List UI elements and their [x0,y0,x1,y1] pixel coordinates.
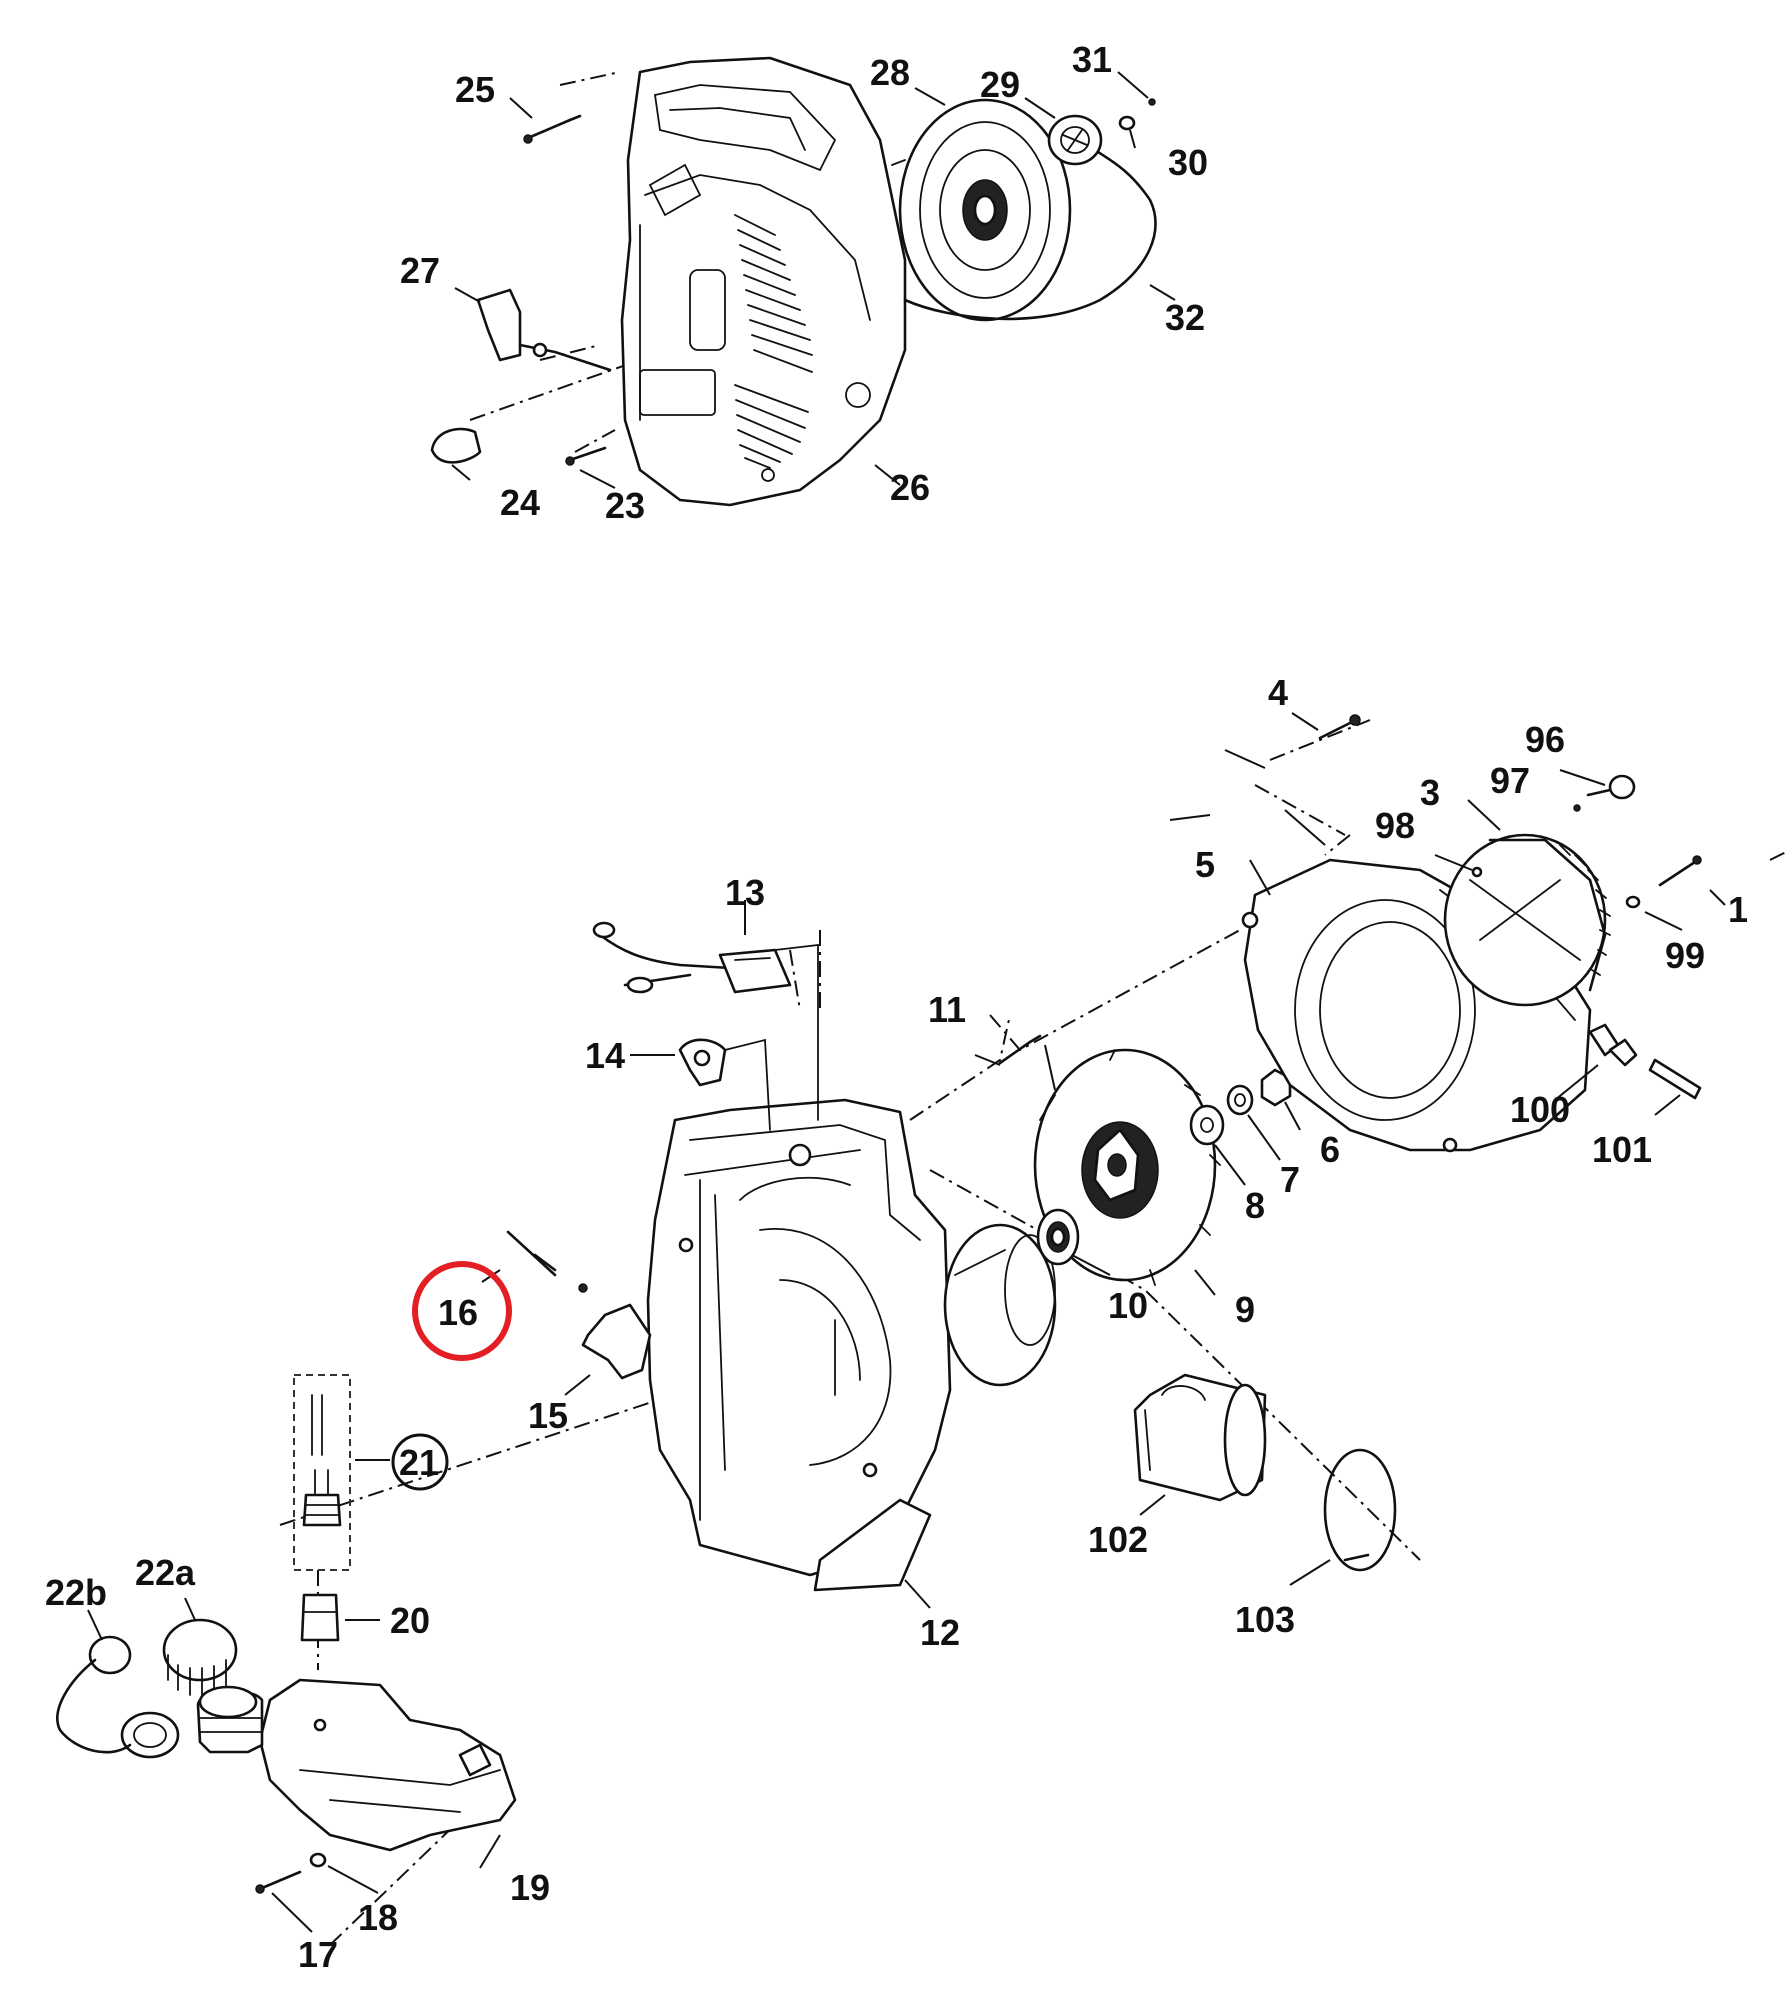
blower-housing[interactable] [646,1098,1057,1592]
reference-circle-21 [391,1433,449,1491]
starter-rope[interactable] [903,148,1157,321]
label-11: 11 [928,989,966,1030]
label-100: 100 [1510,1089,1570,1130]
label-13: 13 [725,872,765,913]
wire-clip[interactable] [678,1038,771,1131]
primer-bulb[interactable] [430,427,482,464]
label-25: 25 [455,69,495,110]
lock-washer-7[interactable] [1226,1084,1254,1116]
starter-cap[interactable] [1047,114,1103,166]
engine-cover-assembly [430,56,1176,507]
screw-23[interactable] [565,446,607,466]
label-4: 4 [1268,672,1288,713]
pin-16[interactable] [506,1230,588,1293]
label-27: 27 [400,250,440,291]
label-9: 9 [1235,1289,1255,1330]
label-28: 28 [870,52,910,93]
blower-housing-assembly [56,712,1787,1946]
label-1: 1 [1728,889,1748,930]
label-22b: 22b [45,1572,107,1613]
screw-25[interactable] [523,114,582,144]
screw-1[interactable] [1658,855,1702,887]
fuel-filter-kit[interactable] [293,1374,351,1571]
outlet-nozzle[interactable] [1133,1373,1267,1502]
screw-31[interactable] [1148,98,1156,106]
label-102: 102 [1088,1519,1148,1560]
label-103: 103 [1235,1599,1295,1640]
label-20: 20 [390,1600,430,1641]
label-15: 15 [528,1395,568,1436]
label-7: 7 [1280,1159,1300,1200]
label-21: 21 [399,1442,439,1483]
label-16: 16 [438,1292,478,1333]
washer-98[interactable] [1471,866,1483,878]
label-5: 5 [1195,844,1215,885]
label-22a: 22a [135,1552,196,1593]
shaft-seal[interactable] [1036,1208,1080,1266]
stop-switch[interactable] [592,921,819,1121]
impeller-fan[interactable] [1033,1048,1221,1286]
callout-labels: 25 28 29 31 30 27 32 24 23 26 4 96 97 3 … [45,39,1748,1975]
label-96: 96 [1525,719,1565,760]
highlight-circle [412,1261,512,1361]
fuel-cap[interactable] [162,1618,264,1754]
label-99: 99 [1665,935,1705,976]
hose-clamp[interactable] [1323,1448,1397,1572]
washer-8[interactable] [1189,1104,1225,1146]
washer-18[interactable] [309,1852,327,1868]
washer-97[interactable] [1573,804,1581,812]
label-8: 8 [1245,1185,1265,1226]
label-31: 31 [1072,39,1112,80]
label-12: 12 [920,1612,960,1653]
label-23: 23 [605,485,645,526]
starter-pulley-disc[interactable] [891,98,1072,322]
fuel-tank[interactable] [258,1678,517,1852]
washer-99[interactable] [1625,895,1641,909]
label-14: 14 [585,1035,625,1076]
cap-retainer-strap[interactable] [56,1635,180,1759]
washer-30[interactable] [1118,115,1136,131]
label-97: 97 [1490,760,1530,801]
tube-101[interactable] [1648,1058,1702,1100]
label-6: 6 [1320,1129,1340,1170]
label-98: 98 [1375,805,1415,846]
label-30: 30 [1168,142,1208,183]
label-32: 32 [1165,297,1205,338]
label-3: 3 [1420,772,1440,813]
label-29: 29 [980,64,1020,105]
label-24: 24 [500,482,540,523]
screw-4[interactable] [1318,714,1361,740]
intake-guard[interactable] [1443,833,1611,1007]
label-10: 10 [1108,1285,1148,1326]
bracket-15[interactable] [581,1303,652,1380]
label-101: 101 [1592,1129,1652,1170]
nut-6[interactable] [1260,1068,1292,1107]
screw-17[interactable] [255,1870,302,1894]
knob-96[interactable] [1586,774,1636,800]
screw-11[interactable] [998,1034,1042,1065]
label-18: 18 [358,1897,398,1938]
grommet-20[interactable] [300,1593,340,1642]
choke-lever[interactable] [476,288,612,372]
engine-cover[interactable] [620,56,907,507]
clip-100[interactable] [1588,1023,1638,1067]
label-19: 19 [510,1867,550,1908]
label-26: 26 [890,467,930,508]
label-17: 17 [298,1934,338,1975]
